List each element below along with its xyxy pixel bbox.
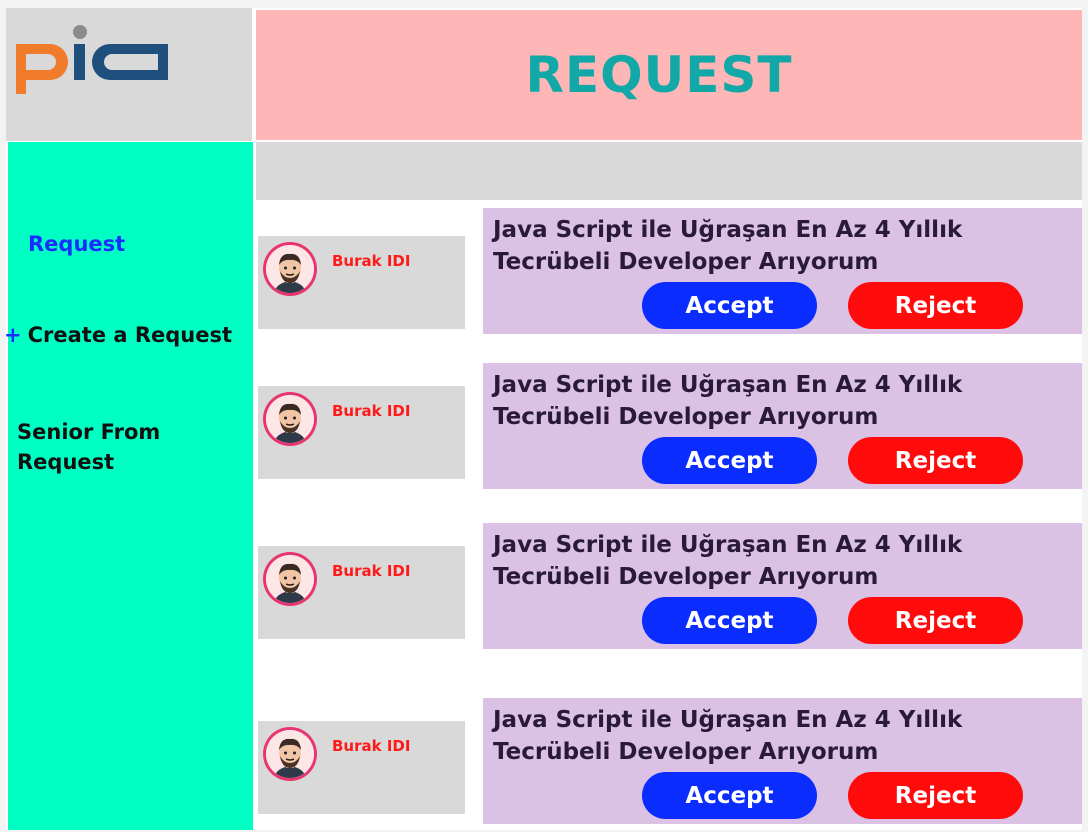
avatar[interactable] xyxy=(263,392,317,446)
request-text: Java Script ile Uğraşan En Az 4 Yıllık T… xyxy=(493,372,963,430)
sidebar-item-senior-from-request[interactable]: Senior From Request xyxy=(17,420,161,474)
user-name: Burak IDI xyxy=(332,252,411,270)
reject-button[interactable]: Reject xyxy=(848,437,1023,484)
request-text: Java Script ile Uğraşan En Az 4 Yıllık T… xyxy=(493,707,963,765)
reject-button[interactable]: Reject xyxy=(848,282,1023,329)
user-card: Burak IDI xyxy=(258,236,465,329)
request-card: Java Script ile Uğraşan En Az 4 Yıllık T… xyxy=(483,523,1082,649)
avatar[interactable] xyxy=(263,727,317,781)
accept-button[interactable]: Accept xyxy=(642,282,817,329)
user-name: Burak IDI xyxy=(332,737,411,755)
user-avatar-icon xyxy=(266,245,314,293)
user-card: Burak IDI xyxy=(258,386,465,479)
avatar[interactable] xyxy=(263,242,317,296)
accept-button[interactable]: Accept xyxy=(642,437,817,484)
pia-logo[interactable] xyxy=(10,22,170,102)
request-card: Java Script ile Uğraşan En Az 4 Yıllık T… xyxy=(483,363,1082,489)
page-header: REQUEST xyxy=(256,10,1082,140)
user-avatar-icon xyxy=(266,395,314,443)
user-card: Burak IDI xyxy=(258,721,465,814)
user-card: Burak IDI xyxy=(258,546,465,639)
request-text: Java Script ile Uğraşan En Az 4 Yıllık T… xyxy=(493,532,963,590)
sidebar: Request +Create a Request Senior From Re… xyxy=(4,142,253,830)
page-title: REQUEST xyxy=(525,46,793,104)
avatar[interactable] xyxy=(263,552,317,606)
request-card: Java Script ile Uğraşan En Az 4 Yıllık T… xyxy=(483,698,1082,824)
user-avatar-icon xyxy=(266,730,314,778)
logo-area xyxy=(6,8,252,141)
reject-button[interactable]: Reject xyxy=(848,772,1023,819)
sidebar-item-label: Create a Request xyxy=(27,323,233,347)
user-name: Burak IDI xyxy=(332,402,411,420)
sidebar-item-request[interactable]: Request xyxy=(28,232,126,256)
accept-button[interactable]: Accept xyxy=(642,597,817,644)
reject-button[interactable]: Reject xyxy=(848,597,1023,644)
toolbar-band xyxy=(256,142,1082,200)
request-card: Java Script ile Uğraşan En Az 4 Yıllık T… xyxy=(483,208,1082,334)
request-text: Java Script ile Uğraşan En Az 4 Yıllık T… xyxy=(493,217,963,275)
accept-button[interactable]: Accept xyxy=(642,772,817,819)
user-name: Burak IDI xyxy=(332,562,411,580)
user-avatar-icon xyxy=(266,555,314,603)
plus-icon: + xyxy=(4,323,22,347)
sidebar-item-create-request[interactable]: +Create a Request xyxy=(4,320,232,350)
